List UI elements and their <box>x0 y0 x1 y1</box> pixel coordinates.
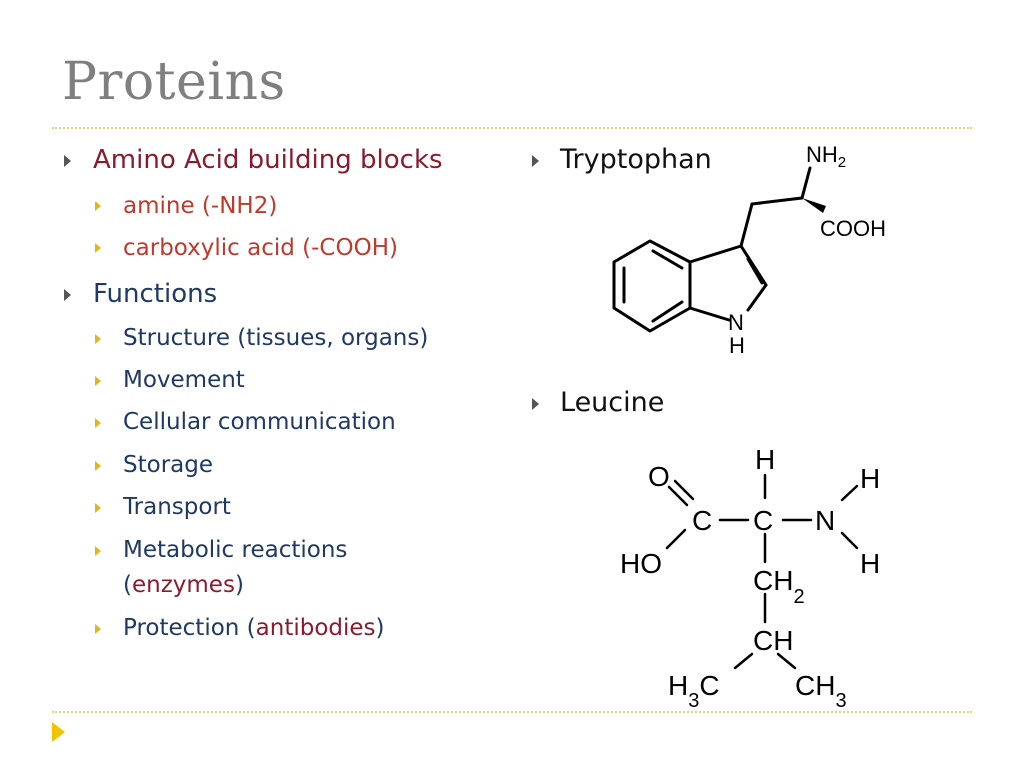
bullet-icon <box>532 398 539 410</box>
enzymes-highlight: enzymes <box>131 572 235 598</box>
svg-text:CH2: CH2 <box>753 565 805 608</box>
function-communication: Cellular communication <box>123 409 396 435</box>
function-structure: Structure (tissues, organs) <box>123 325 429 351</box>
bullet-icon <box>95 334 101 344</box>
next-slide-icon[interactable] <box>52 722 65 742</box>
svg-text:CH: CH <box>753 625 793 656</box>
top-divider <box>52 127 972 129</box>
svg-text:C: C <box>692 505 712 536</box>
function-metabolic-detail: (enzymes) <box>123 572 244 598</box>
svg-text:O: O <box>648 461 670 492</box>
svg-text:HO: HO <box>620 548 662 579</box>
bullet-icon <box>532 155 539 167</box>
svg-text:H3C: H3C <box>668 670 720 712</box>
function-movement: Movement <box>123 367 245 393</box>
svg-text:NH2: NH2 <box>806 142 846 171</box>
function-protection: Protection (antibodies) <box>123 615 385 641</box>
bullet-icon <box>95 546 101 556</box>
leucine-label: Leucine <box>560 387 665 418</box>
svg-text:H: H <box>729 333 745 358</box>
bullet-icon <box>95 243 101 253</box>
function-storage: Storage <box>123 452 213 478</box>
bullet-icon <box>95 201 101 211</box>
svg-text:H: H <box>755 444 775 475</box>
bullet-icon <box>95 376 101 386</box>
bullet-icon <box>95 418 101 428</box>
page-title: Proteins <box>62 52 286 112</box>
bullet-icon <box>64 289 71 301</box>
bullet-icon <box>95 503 101 513</box>
amine-item: amine (-NH2) <box>123 193 278 219</box>
bullet-icon <box>95 624 101 634</box>
svg-text:COOH: COOH <box>820 216 886 241</box>
tryptophan-structure: NH2 COOH N H <box>612 142 886 358</box>
function-transport: Transport <box>123 494 231 520</box>
svg-text:CH3: CH3 <box>795 670 847 712</box>
antibodies-highlight: antibodies <box>255 615 376 641</box>
svg-text:N: N <box>815 505 835 536</box>
svg-text:H: H <box>860 463 880 494</box>
bullet-icon <box>95 461 101 471</box>
bullet-icon <box>64 155 71 167</box>
svg-text:H: H <box>860 548 880 579</box>
amino-acid-heading: Amino Acid building blocks <box>93 145 443 175</box>
tryptophan-label: Tryptophan <box>560 144 712 175</box>
functions-heading: Functions <box>93 279 218 309</box>
carboxylic-item: carboxylic acid (-COOH) <box>123 235 398 261</box>
bottom-divider <box>52 711 972 713</box>
leucine-structure: O HO C C H N H H CH2 CH H3C CH3 <box>620 444 880 712</box>
svg-text:N: N <box>728 310 744 335</box>
function-metabolic: Metabolic reactions <box>123 537 348 563</box>
svg-text:C: C <box>753 505 773 536</box>
